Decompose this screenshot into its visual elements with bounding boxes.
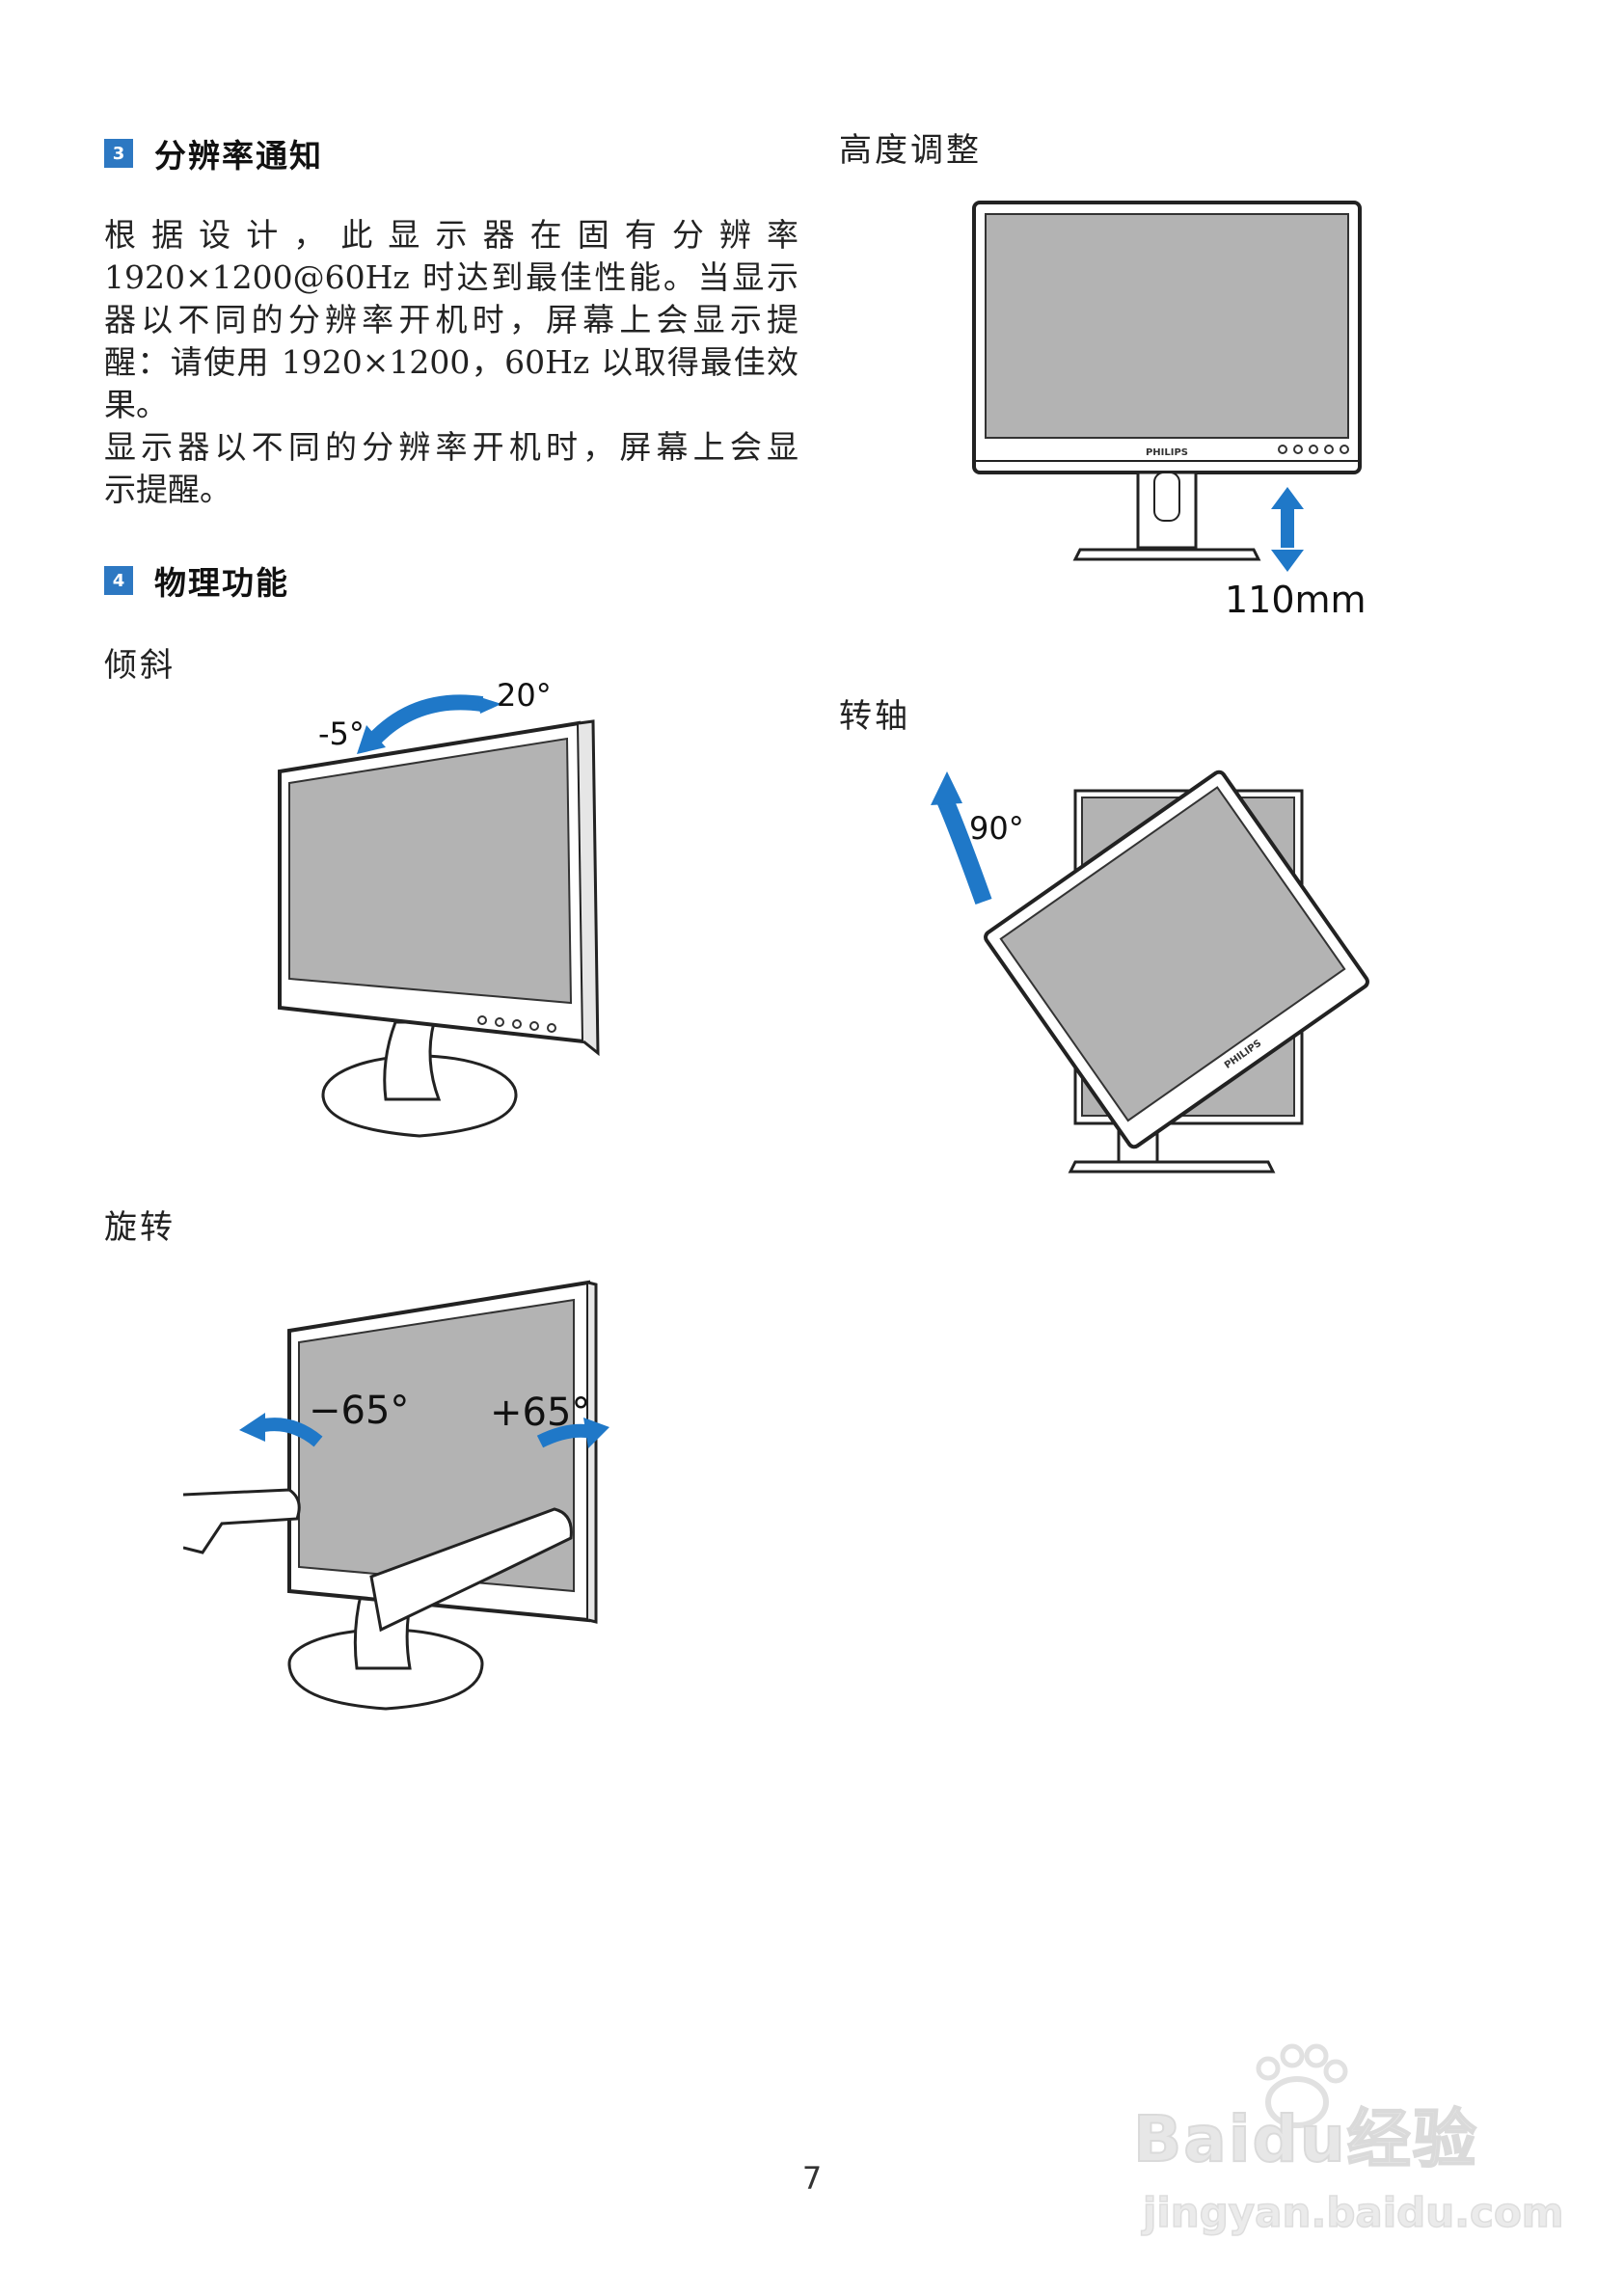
height-label: 高度调整	[839, 131, 982, 170]
swivel-figure: −65° +65°	[183, 1273, 636, 1716]
paragraph-line: 显示器以不同的分辨率开机时，屏幕上会显	[104, 428, 798, 466]
height-value: 110mm	[1225, 579, 1367, 621]
swivel-label: 旋转	[104, 1208, 176, 1247]
paragraph-line: 醒：请使用 1920×1200，60Hz 以取得最佳效	[104, 343, 798, 381]
watermark-url: jingyan.baidu.com	[1142, 2188, 1564, 2237]
height-figure: PHILIPS 110mm	[964, 193, 1389, 621]
page-number: 7	[801, 2160, 823, 2197]
tilt-angle-forward: -5°	[318, 716, 365, 752]
tilt-label: 倾斜	[104, 646, 176, 685]
section-title: 物理功能	[154, 564, 289, 602]
paragraph-line: 根据设计，此显示器在固有分辨率	[104, 216, 798, 254]
section-4-heading: 4 物理功能	[104, 557, 289, 604]
tilt-angle-back: 20°	[497, 677, 552, 714]
section-number-badge: 4	[104, 566, 133, 595]
brand-text: PHILIPS	[1146, 447, 1188, 458]
section-title: 分辨率通知	[154, 137, 323, 175]
section-number-badge: 3	[104, 139, 133, 168]
watermark-logo: Baidu经验	[1132, 2101, 1478, 2177]
swivel-angle-right: +65°	[490, 1391, 591, 1435]
paragraph-line: 器以不同的分辨率开机时，屏幕上会显示提	[104, 301, 798, 338]
section-3-heading: 3 分辨率通知	[104, 130, 323, 176]
pivot-figure: PHILIPS 90°	[916, 747, 1379, 1191]
paragraph-line: 示提醒。	[104, 471, 231, 508]
paragraph-line: 果。	[104, 386, 168, 423]
paragraph-line: 1920×1200@60Hz 时达到最佳性能。当显示	[104, 258, 798, 296]
pivot-angle: 90°	[969, 810, 1024, 847]
resolution-paragraph: 根据设计，此显示器在固有分辨率 1920×1200@60Hz 时达到最佳性能。当…	[104, 214, 798, 511]
pivot-label: 转轴	[839, 697, 910, 736]
tilt-figure: 20° -5°	[260, 675, 608, 1138]
swivel-angle-left: −65°	[309, 1389, 410, 1433]
baidu-watermark: Baidu经验 jingyan.baidu.com	[1132, 2035, 1564, 2266]
